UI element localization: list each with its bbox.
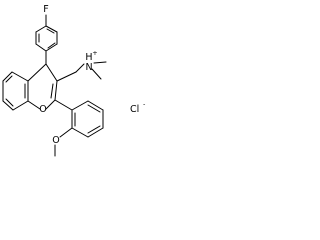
fluorine-label: F (43, 4, 48, 15)
methoxyphenyl-bond (87, 100, 104, 111)
fluorophenyl-bond (45, 43, 58, 52)
benzo-bond (2, 100, 14, 111)
fluorophenyl-bond (35, 25, 47, 33)
nitrogen-label: N (85, 62, 92, 73)
ch2-bond (56, 71, 77, 82)
methoxy-oxygen-label: O (52, 135, 59, 146)
molecular-bonds (2, 14, 107, 157)
n-methyl-bond (91, 68, 102, 80)
pyran-bond (54, 80, 58, 101)
benzo-bond (11, 71, 29, 82)
methoxyphenyl-bond (87, 127, 104, 138)
benzo-bond (2, 71, 13, 82)
pyran-bond (27, 63, 47, 82)
aryl-o-bond (59, 127, 73, 138)
benzo-double-bond (5, 98, 14, 107)
hydrogen-label: H (85, 52, 92, 63)
pyran-bond (27, 100, 41, 110)
benzo-double-bond (5, 75, 13, 83)
c2-aryl-bond (54, 99, 73, 111)
methoxyphenyl-double-bond (87, 125, 101, 134)
chloride-label: Cl (130, 104, 139, 115)
positive-charge-label: + (92, 49, 97, 57)
ring-oxygen-label: O (39, 104, 46, 115)
negative-charge-label: - (143, 100, 146, 108)
methoxyphenyl-bond (71, 100, 89, 111)
chemical-structure-diagram: F N H + O O Cl - (2, 4, 146, 157)
n-methyl-bond (93, 61, 107, 64)
fluorophenyl-double-bond (47, 42, 56, 49)
benzo-bond (12, 100, 29, 111)
pyran-bond (45, 99, 56, 110)
pyran-double-bond (50, 83, 54, 99)
methoxyphenyl-double-bond (87, 104, 101, 113)
methoxyphenyl-bond (71, 127, 89, 138)
fluorophenyl-bond (45, 25, 58, 33)
pyran-bond (45, 63, 58, 82)
ch2-n-bond (75, 63, 85, 73)
fluorophenyl-double-bond (46, 28, 55, 34)
atom-labels: F N H + O O Cl - (39, 4, 146, 146)
fluorophenyl-bond (35, 43, 47, 52)
